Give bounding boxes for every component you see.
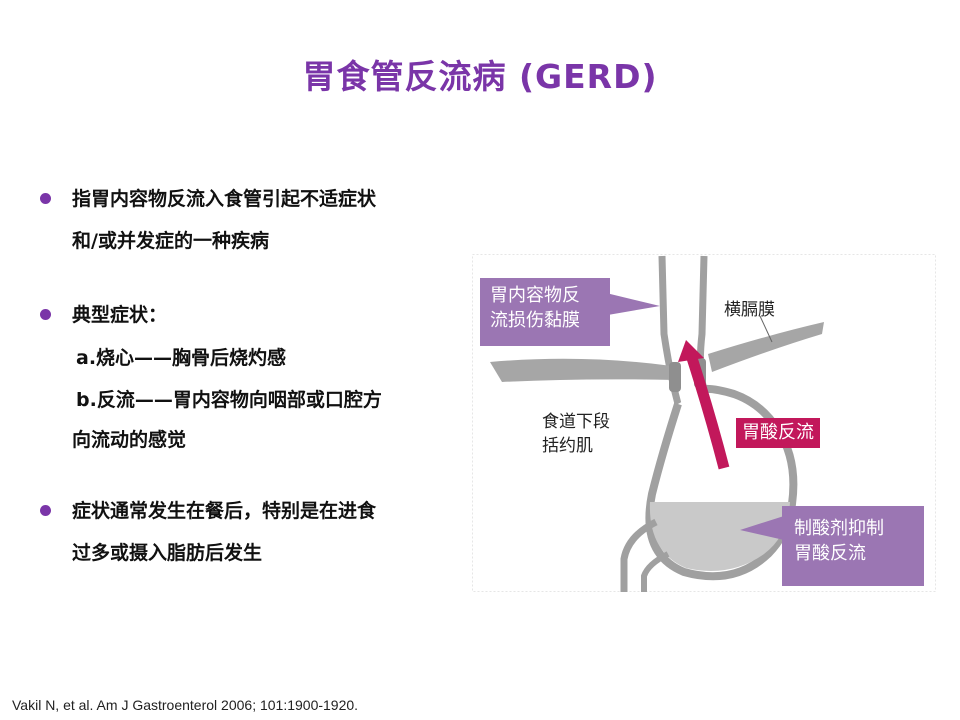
- bullet-dot: [40, 505, 51, 516]
- label-lower-esophageal-sphincter: 食道下段 括约肌: [542, 410, 610, 458]
- symptom-regurgitation: b.反流——胃内容物向咽部或口腔方: [76, 389, 382, 411]
- bullet-timing: 症状通常发生在餐后，特别是在进食 过多或摄入脂肪后发生: [36, 490, 476, 574]
- bullet-dot: [40, 309, 51, 320]
- bullet-symptoms: 典型症状：: [36, 294, 476, 336]
- bullet-dot: [40, 193, 51, 204]
- stomach-illustration: [472, 254, 936, 592]
- reference-citation: Vakil N, et al. Am J Gastroenterol 2006;…: [12, 697, 359, 713]
- page-title: 胃食管反流病 (GERD): [302, 57, 658, 96]
- bullet-text: 典型症状：: [72, 304, 168, 326]
- callout-box-antacid: 制酸剂抑制 胃酸反流: [782, 506, 924, 586]
- symptom-regurgitation-cont: 向流动的感觉: [72, 429, 187, 451]
- bullet-text: 症状通常发生在餐后，特别是在进食: [72, 500, 377, 522]
- callout-box-mucosa-damage: 胃内容物反 流损伤黏膜: [480, 278, 610, 346]
- label-acid-reflux: 胃酸反流: [736, 418, 820, 448]
- bullet-definition: 指胃内容物反流入食管引起不适症状 和/或并发症的一种疾病: [36, 178, 476, 262]
- bullet-text: 和/或并发症的一种疾病: [72, 230, 269, 252]
- callout-text: 制酸剂抑制: [794, 518, 884, 539]
- bullet-text: 指胃内容物反流入食管引起不适症状: [72, 188, 377, 210]
- label-text: 食道下段: [542, 412, 610, 432]
- bullet-list: 指胃内容物反流入食管引起不适症状 和/或并发症的一种疾病 典型症状： a.烧心—…: [36, 178, 476, 574]
- callout-text: 流损伤黏膜: [490, 310, 580, 331]
- symptom-heartburn: a.烧心——胸骨后烧灼感: [76, 347, 287, 369]
- label-diaphragm: 横膈膜: [724, 300, 775, 320]
- callout-text: 胃内容物反: [490, 285, 580, 306]
- label-text: 括约肌: [542, 436, 593, 456]
- bullet-text: 过多或摄入脂肪后发生: [72, 542, 263, 564]
- callout-text: 胃酸反流: [794, 543, 866, 564]
- gerd-anatomy-figure: 胃内容物反 流损伤黏膜 横膈膜 食道下段 括约肌 胃酸反流 制酸剂抑制 胃酸反流: [472, 254, 936, 592]
